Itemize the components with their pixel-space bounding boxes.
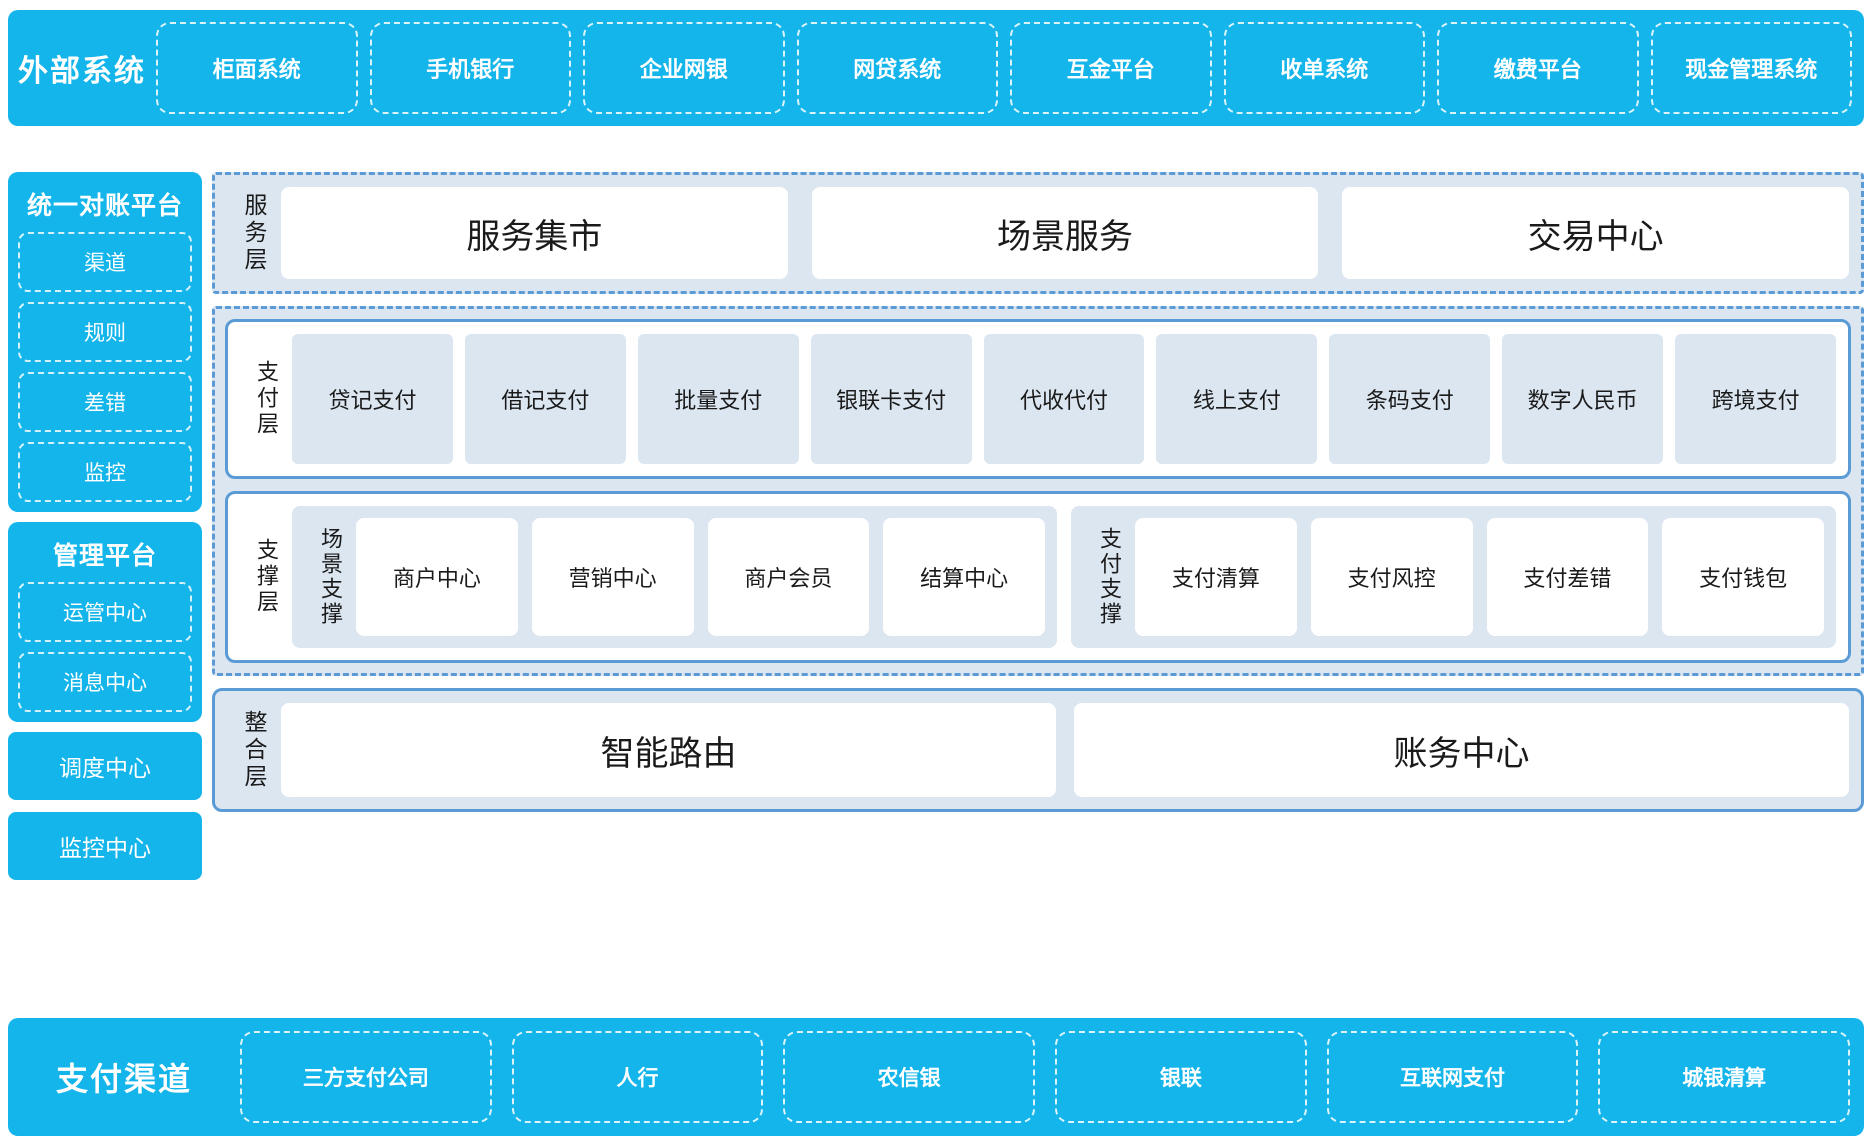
payment-card-batch[interactable]: 批量支付 <box>637 334 799 464</box>
payment-card-unionpay[interactable]: 银联卡支付 <box>810 334 972 464</box>
service-card-scenario[interactable]: 场景服务 <box>811 187 1319 279</box>
support-card-payment-error[interactable]: 支付差错 <box>1486 518 1649 636</box>
support-group-payment-cards: 支付清算 支付风控 支付差错 支付钱包 <box>1135 518 1824 636</box>
sidebar: 统一对账平台 渠道 规则 差错 监控 管理平台 运管中心 消息中心 调度中心 监… <box>8 172 202 892</box>
integration-card-accounting-center[interactable]: 账务中心 <box>1074 703 1849 797</box>
support-group-label-scenario: 场景支撑 <box>318 527 343 627</box>
payment-card-online[interactable]: 线上支付 <box>1156 334 1318 464</box>
payment-channel-item[interactable]: 三方支付公司 <box>240 1031 492 1123</box>
sidebar-group-title: 统一对账平台 <box>26 192 183 220</box>
payment-channels-list: 三方支付公司 人行 农信银 银联 互联网支付 城银清算 <box>240 1031 1851 1123</box>
support-layer-label: 支撑层 <box>254 538 279 616</box>
payment-card-digital-rmb[interactable]: 数字人民币 <box>1502 334 1664 464</box>
payment-card-barcode[interactable]: 条码支付 <box>1329 334 1491 464</box>
payment-layer-label: 支付层 <box>254 360 279 438</box>
payment-channel-item[interactable]: 城银清算 <box>1598 1031 1851 1123</box>
support-card-merchant-center[interactable]: 商户中心 <box>356 518 518 636</box>
service-layer: 服务层 服务集市 场景服务 交易中心 <box>212 172 1864 294</box>
payment-channel-item[interactable]: 互联网支付 <box>1326 1031 1579 1123</box>
sidebar-group-reconciliation: 统一对账平台 渠道 规则 差错 监控 <box>8 172 202 512</box>
support-card-payment-wallet[interactable]: 支付钱包 <box>1662 518 1824 636</box>
external-system-item[interactable]: 柜面系统 <box>156 22 358 114</box>
payment-layer-cards: 贷记支付 借记支付 批量支付 银联卡支付 代收代付 线上支付 条码支付 数字人民… <box>292 334 1837 464</box>
sidebar-item-message-center[interactable]: 消息中心 <box>18 652 192 712</box>
payment-card-cross-border[interactable]: 跨境支付 <box>1675 334 1837 464</box>
integration-card-smart-routing[interactable]: 智能路由 <box>281 703 1056 797</box>
support-card-settlement-center[interactable]: 结算中心 <box>883 518 1045 636</box>
support-card-merchant-member[interactable]: 商户会员 <box>707 518 870 636</box>
payment-channels-title: 支付渠道 <box>55 1061 192 1097</box>
integration-layer-cards: 智能路由 账务中心 <box>281 703 1849 797</box>
external-system-item[interactable]: 现金管理系统 <box>1650 22 1852 114</box>
support-layer-groups: 场景支撑 商户中心 营销中心 商户会员 结算中心 支付支撑 支付清算 <box>292 506 1836 648</box>
support-card-marketing-center[interactable]: 营销中心 <box>531 518 694 636</box>
support-group-label-payment: 支付支撑 <box>1097 527 1122 627</box>
external-systems-bar: 外部系统 柜面系统 手机银行 企业网银 网贷系统 互金平台 收单系统 缴费平台 … <box>8 10 1864 126</box>
service-layer-cards: 服务集市 场景服务 交易中心 <box>281 187 1850 279</box>
payment-channel-item[interactable]: 银联 <box>1055 1031 1307 1123</box>
sidebar-item-rule[interactable]: 规则 <box>18 302 192 362</box>
main-column: 服务层 服务集市 场景服务 交易中心 支付层 贷记支付 借记支付 批量支付 <box>212 172 1864 812</box>
sidebar-item-monitoring-center[interactable]: 监控中心 <box>8 812 202 880</box>
payment-channel-item[interactable]: 农信银 <box>783 1031 1036 1123</box>
service-card-transaction-center[interactable]: 交易中心 <box>1342 187 1850 279</box>
payment-card-credit[interactable]: 贷记支付 <box>292 334 453 464</box>
external-systems-list: 柜面系统 手机银行 企业网银 网贷系统 互金平台 收单系统 缴费平台 现金管理系… <box>156 22 1852 114</box>
support-card-payment-risk[interactable]: 支付风控 <box>1310 518 1473 636</box>
integration-layer-label: 整合层 <box>241 709 267 791</box>
sidebar-group-title: 管理平台 <box>52 542 157 570</box>
support-group-scenario: 场景支撑 商户中心 营销中心 商户会员 结算中心 <box>292 506 1057 648</box>
external-system-item[interactable]: 缴费平台 <box>1437 22 1639 114</box>
external-system-item[interactable]: 网贷系统 <box>796 22 998 114</box>
service-layer-label: 服务层 <box>241 192 267 274</box>
payment-card-collection-payment[interactable]: 代收代付 <box>983 334 1145 464</box>
sidebar-item-operations-center[interactable]: 运管中心 <box>18 582 192 642</box>
external-system-item[interactable]: 收单系统 <box>1223 22 1425 114</box>
support-card-payment-clearing[interactable]: 支付清算 <box>1135 518 1297 636</box>
external-system-item[interactable]: 互金平台 <box>1010 22 1212 114</box>
sidebar-item-monitor[interactable]: 监控 <box>18 442 192 502</box>
payment-channel-item[interactable]: 人行 <box>511 1031 764 1123</box>
payment-layer: 支付层 贷记支付 借记支付 批量支付 银联卡支付 代收代付 线上支付 条码支付 … <box>225 319 1851 479</box>
sidebar-item-scheduling-center[interactable]: 调度中心 <box>8 732 202 800</box>
sidebar-group-management: 管理平台 运管中心 消息中心 <box>8 522 202 722</box>
sidebar-item-channel[interactable]: 渠道 <box>18 232 192 292</box>
payment-card-debit[interactable]: 借记支付 <box>464 334 626 464</box>
support-group-scenario-cards: 商户中心 营销中心 商户会员 结算中心 <box>356 518 1045 636</box>
external-system-item[interactable]: 手机银行 <box>369 22 571 114</box>
sidebar-item-error[interactable]: 差错 <box>18 372 192 432</box>
support-group-payment: 支付支撑 支付清算 支付风控 支付差错 支付钱包 <box>1071 506 1836 648</box>
external-system-item[interactable]: 企业网银 <box>583 22 785 114</box>
service-card-marketplace[interactable]: 服务集市 <box>281 187 788 279</box>
payment-channels-bar: 支付渠道 三方支付公司 人行 农信银 银联 互联网支付 城银清算 <box>8 1018 1864 1136</box>
external-systems-title: 外部系统 <box>18 55 146 88</box>
support-layer: 支撑层 场景支撑 商户中心 营销中心 商户会员 结算中心 <box>225 491 1851 663</box>
payment-support-container: 支付层 贷记支付 借记支付 批量支付 银联卡支付 代收代付 线上支付 条码支付 … <box>212 306 1864 676</box>
integration-layer: 整合层 智能路由 账务中心 <box>212 688 1864 812</box>
